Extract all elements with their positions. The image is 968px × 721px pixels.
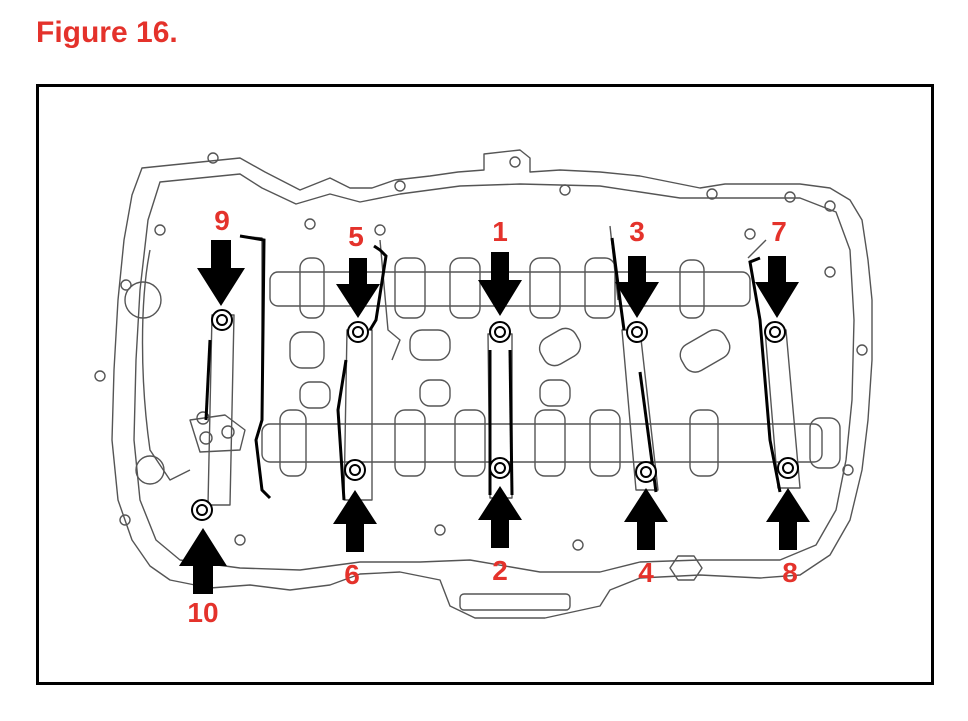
- arrow-up-icon: [478, 486, 522, 548]
- bolt-5-callout: 5: [336, 221, 380, 318]
- arrow-down-icon: [478, 252, 522, 316]
- bolt-number-1: 1: [492, 216, 508, 247]
- bolt-6-callout: 6: [333, 490, 377, 590]
- bolt-number-6: 6: [344, 559, 360, 590]
- bolt-number-10: 10: [187, 597, 218, 628]
- bolt-number-8: 8: [782, 557, 798, 588]
- bolt-9-callout: 9: [197, 205, 245, 306]
- bolt-number-9: 9: [214, 205, 230, 236]
- bolt-number-2: 2: [492, 555, 508, 586]
- bolt-number-3: 3: [629, 216, 645, 247]
- figure-title: Figure 16.: [36, 16, 178, 49]
- cylinder-head-drawing: [94, 149, 873, 619]
- bolt-7-callout: 7: [755, 216, 799, 318]
- bolt-2-callout: 2: [478, 486, 522, 586]
- arrow-up-icon: [766, 488, 810, 550]
- bolt-number-4: 4: [638, 557, 654, 588]
- arrow-down-icon: [197, 240, 245, 306]
- bolt-number-7: 7: [771, 216, 787, 247]
- arrow-down-icon: [615, 256, 659, 318]
- bolt-10-callout: 10: [179, 528, 227, 628]
- arrow-up-icon: [624, 488, 668, 550]
- bolt-heads: [191, 309, 799, 521]
- bolt-4-callout: 4: [624, 488, 668, 588]
- arrow-up-icon: [333, 490, 377, 552]
- bolt-8-callout: 8: [766, 488, 810, 588]
- bolt-1-callout: 1: [478, 216, 522, 316]
- bolt-3-callout: 3: [615, 216, 659, 318]
- arrow-down-icon: [336, 258, 380, 318]
- arrow-up-icon: [179, 528, 227, 594]
- bolt-number-5: 5: [348, 221, 364, 252]
- arrow-down-icon: [755, 256, 799, 318]
